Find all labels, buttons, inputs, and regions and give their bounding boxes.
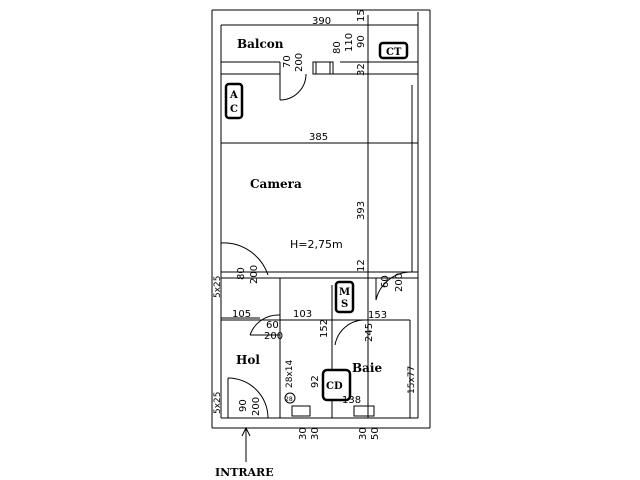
ac-box: A C (224, 82, 244, 120)
bottom-openings (291, 405, 375, 417)
dim-baie-15x77: 15x77 (407, 366, 417, 394)
dim-balcon-right-1: 90 (356, 35, 367, 48)
dim-right-door-1: 60 (380, 275, 391, 288)
entrance-label: INTRARE (215, 466, 274, 479)
dim-baie-152: 152 (319, 319, 330, 338)
cd-box: CD (321, 368, 352, 402)
room-hol: Hol (236, 353, 260, 367)
right-door (375, 271, 413, 301)
dim-top-small: 15 (356, 9, 367, 22)
room-balcon: Balcon (237, 37, 284, 51)
dim-bottom-30a: 30 (298, 427, 309, 440)
lower-walls (221, 278, 411, 418)
dim-entr-door-1: 90 (238, 399, 249, 412)
dim-hol-door-1: 60 (266, 320, 279, 331)
dim-mid-12: 12 (356, 259, 367, 272)
dim-balcon-bottom: 32 (356, 63, 367, 76)
svg-text:M: M (339, 287, 350, 298)
dim-hol-103: 103 (293, 309, 312, 320)
svg-text:CD: CD (326, 381, 343, 392)
dim-camera-width: 385 (309, 132, 328, 143)
dim-balcon-right-3: 80 (332, 41, 343, 54)
dim-balcon-door-2: 200 (294, 53, 305, 72)
dim-camera-door-2: 200 (249, 265, 260, 284)
dim-camera-door-1: 80 (236, 267, 247, 280)
hol-door (249, 314, 281, 336)
dim-right-door-2: 200 (394, 273, 405, 292)
dim-baie-92: 92 (310, 375, 321, 388)
dim-entr-door-2: 200 (251, 397, 262, 416)
dim-balcon-right-2: 110 (344, 33, 355, 52)
dim-balcon-door-1: 70 (282, 55, 293, 68)
balcony-door (279, 73, 307, 101)
height-label: H=2,75m (290, 238, 343, 251)
dim-bottom-30c: 30 (358, 427, 369, 440)
dim-bottom-50: 50 (370, 427, 381, 440)
small-fixture: 28 (284, 392, 296, 404)
dim-top-width: 390 (312, 16, 331, 27)
dim-left-bottom-5x25: 5x25 (213, 391, 223, 414)
svg-text:C: C (230, 104, 238, 115)
dim-hol-105: 105 (232, 309, 251, 320)
svg-text:S: S (341, 299, 348, 310)
svg-text:CT: CT (386, 47, 402, 58)
dim-hol-28x4: 28x14 (285, 359, 295, 388)
dim-baie-153: 153 (368, 310, 387, 321)
dim-baie-138: 138 (342, 395, 361, 406)
camera-door (220, 242, 269, 290)
dim-baie-245: 245 (364, 323, 375, 342)
baie-door (334, 319, 366, 346)
ct-box: CT (378, 41, 409, 60)
entrance-arrow-icon (241, 426, 251, 462)
svg-text:28: 28 (285, 396, 293, 403)
entrance-door (227, 377, 269, 419)
dim-bottom-30b: 30 (310, 427, 321, 440)
room-camera: Camera (250, 177, 302, 191)
dim-camera-height: 393 (356, 201, 367, 220)
balcony-walls (220, 24, 418, 75)
ms-box: M S (334, 280, 355, 314)
room-baie: Baie (352, 361, 382, 375)
dim-hol-door-2: 200 (264, 331, 283, 342)
dim-left-5x25: 5x25 (213, 275, 223, 298)
camera-walls (221, 15, 418, 418)
svg-text:A: A (229, 90, 238, 101)
